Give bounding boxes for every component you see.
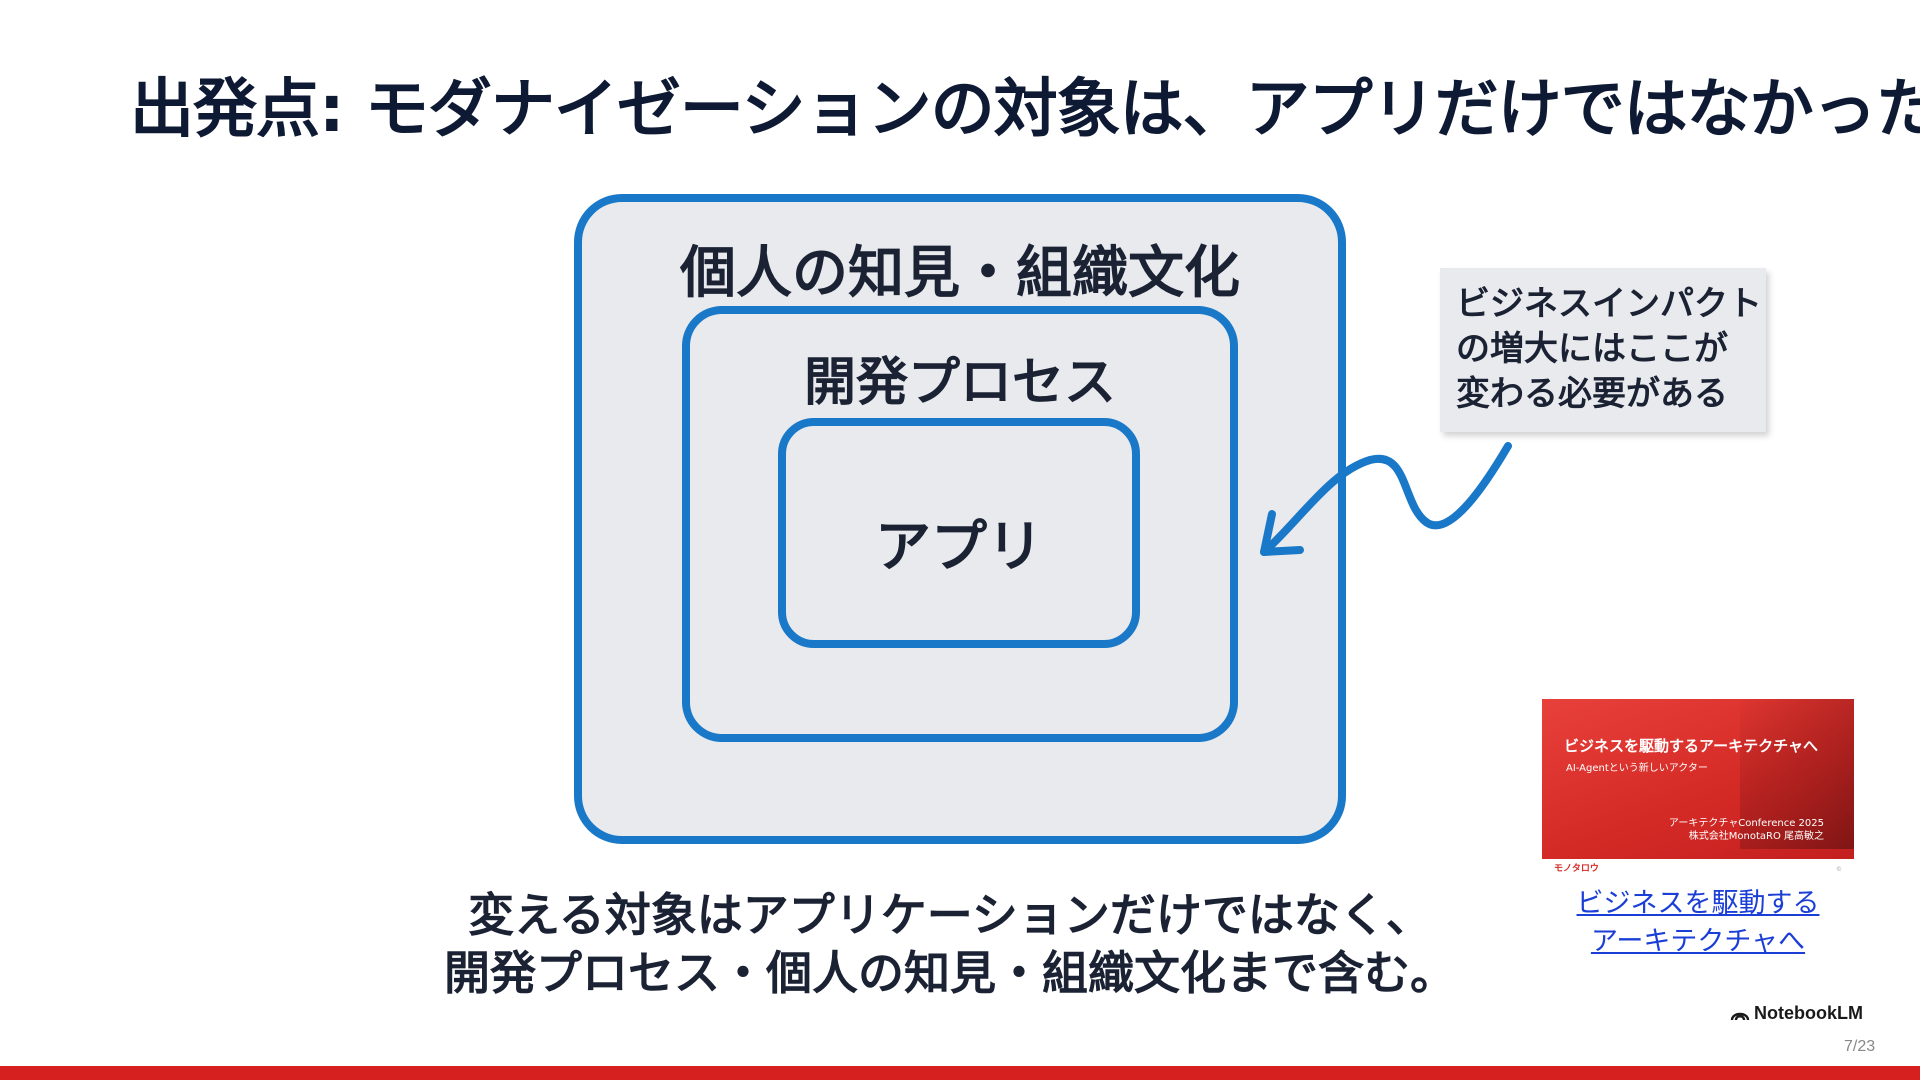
thumbnail-presenter: 株式会社MonotaRO 尾高敏之: [1669, 830, 1824, 843]
diagram-inner-box: アプリ: [778, 418, 1140, 648]
callout-line-1: ビジネスインパクト: [1456, 282, 1750, 327]
thumbnail-subtitle: AI-Agentという新しいアクター: [1566, 759, 1708, 774]
thumbnail-logo: モノタロウ: [1554, 861, 1599, 874]
thumbnail-conference-info: アーキテクチャConference 2025 株式会社MonotaRO 尾高敏之: [1669, 817, 1824, 843]
thumbnail-copyright: ©: [1836, 866, 1842, 873]
thumbnail-conference: アーキテクチャConference 2025: [1669, 817, 1824, 830]
callout-line-3: 変わる必要がある: [1456, 372, 1750, 417]
thumbnail-title: ビジネスを駆動するアーキテクチャへ: [1564, 735, 1818, 756]
callout-box: ビジネスインパクト の増大にはここが 変わる必要がある: [1440, 268, 1766, 432]
link-line-2[interactable]: アーキテクチャへ: [1542, 922, 1854, 960]
brand-name: NotebookLM: [1754, 1003, 1863, 1024]
bottom-accent-bar: [0, 1066, 1920, 1080]
link-line-1[interactable]: ビジネスを駆動する: [1542, 884, 1854, 922]
wavy-arrow-icon: [1250, 440, 1520, 580]
page-number: 7/23: [1844, 1038, 1875, 1056]
middle-box-label: 開発プロセス: [690, 340, 1230, 415]
callout-line-2: の増大にはここが: [1456, 327, 1750, 372]
linked-slide-link[interactable]: ビジネスを駆動する アーキテクチャへ: [1542, 884, 1854, 960]
inner-box-label: アプリ: [786, 502, 1132, 583]
outer-box-label: 個人の知見・組織文化: [582, 228, 1338, 309]
linked-slide-thumbnail[interactable]: ビジネスを駆動するアーキテクチャへ AI-Agentという新しいアクター アーキ…: [1542, 699, 1854, 877]
caption-line-1: 変える対象はアプリケーションだけではなく、: [400, 886, 1500, 944]
slide-caption: 変える対象はアプリケーションだけではなく、 開発プロセス・個人の知見・組織文化ま…: [400, 886, 1500, 1002]
caption-line-2: 開発プロセス・個人の知見・組織文化まで含む。: [400, 944, 1500, 1002]
brand-watermark: NotebookLM: [1730, 1003, 1863, 1024]
slide-title: 出発点: モダナイゼーションの対象は、アプリだけではなかった: [130, 58, 1810, 150]
notebooklm-icon: [1730, 1007, 1750, 1021]
